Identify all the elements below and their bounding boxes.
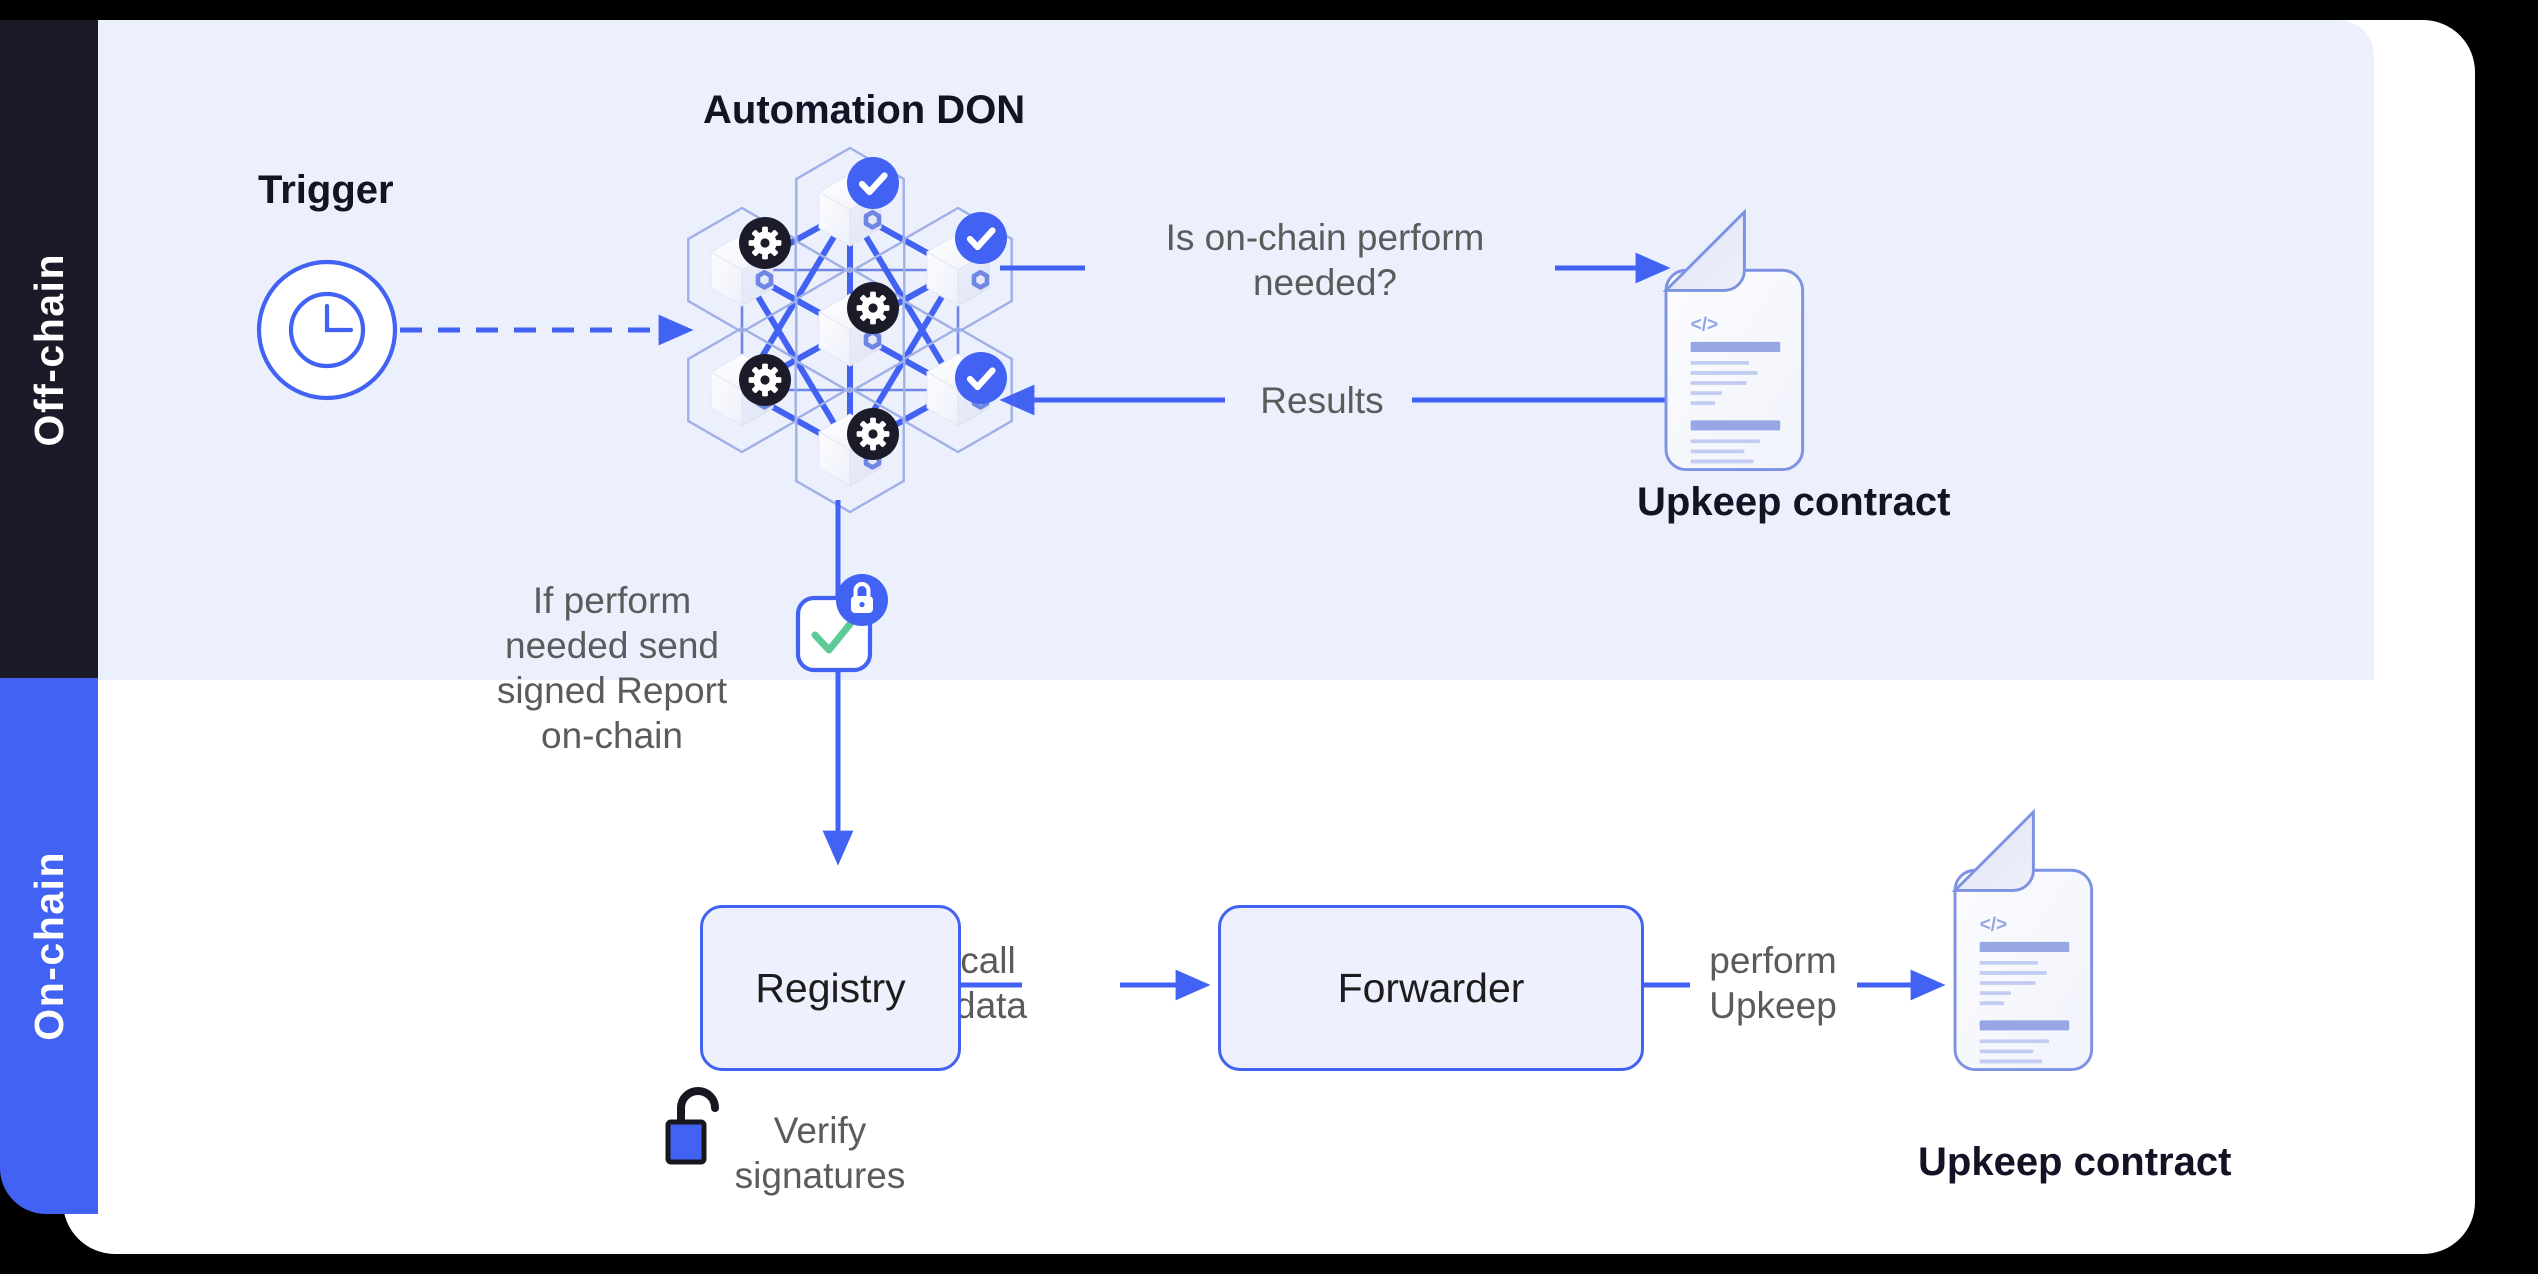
lane-label-offchain: Off-chain bbox=[0, 20, 98, 680]
lane-label-onchain: On-chain bbox=[0, 678, 98, 1214]
edge-label-verify-signatures: Verify signatures bbox=[734, 1110, 906, 1197]
lane-label-offchain-text: Off-chain bbox=[25, 253, 72, 447]
edge-label-if-perform-needed: If perform needed send signed Report on-… bbox=[496, 580, 728, 757]
edge-label-perform-upkeep: perform Upkeep bbox=[1709, 940, 1837, 1027]
offchain-background-panel bbox=[0, 20, 2374, 680]
registry-box[interactable]: Registry bbox=[700, 905, 961, 1071]
forwarder-label: Forwarder bbox=[1337, 964, 1525, 1011]
forwarder-box[interactable]: Forwarder bbox=[1218, 905, 1644, 1071]
automation-don-title: Automation DON bbox=[703, 88, 1026, 132]
registry-label: Registry bbox=[755, 964, 906, 1011]
edge-label-call-data: call data bbox=[955, 940, 1028, 1027]
edge-label-is-perform-needed: Is on-chain perform needed? bbox=[1165, 217, 1485, 304]
trigger-label: Trigger bbox=[258, 168, 394, 212]
lane-label-onchain-text: On-chain bbox=[25, 851, 72, 1041]
upkeep-contract-onchain-label: Upkeep contract bbox=[1918, 1140, 2232, 1184]
edge-label-results: Results bbox=[1260, 380, 1384, 421]
upkeep-contract-offchain-label: Upkeep contract bbox=[1637, 480, 1951, 524]
